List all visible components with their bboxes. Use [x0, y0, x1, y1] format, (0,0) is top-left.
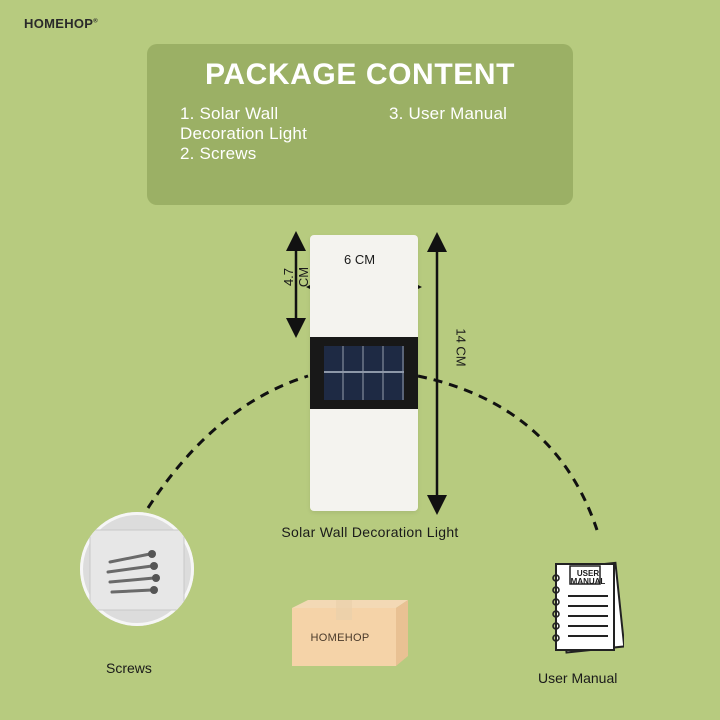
manual-cover-title: USER MANUAL: [570, 569, 606, 586]
package-item-screws: 2. Screws: [180, 144, 257, 163]
dashed-arc-left: [146, 374, 309, 509]
total-height-label: 14 CM: [453, 328, 469, 367]
package-content-panel: PACKAGE CONTENT 1. Solar Wall Decoration…: [147, 44, 573, 205]
solar-panel: [310, 337, 418, 409]
box-brand-label: HOMEHOP: [310, 632, 370, 644]
package-item-manual: 3. User Manual: [389, 104, 508, 123]
brand-logo: HOMEHOP®: [24, 16, 98, 31]
package-item-light: 1. Solar Wall Decoration Light: [180, 104, 307, 143]
screws-label: Screws: [106, 660, 152, 676]
solar-cell-divider: [324, 371, 404, 373]
user-manual-icon: [552, 561, 624, 654]
panel-height-label: 4.7 CM: [281, 266, 311, 288]
dashed-arc-right: [417, 374, 599, 531]
brand-name: HOMEHOP: [24, 16, 94, 31]
manual-label: User Manual: [538, 670, 618, 686]
solar-cells: [324, 346, 404, 400]
screws-image: [80, 512, 194, 626]
brand-mark: ®: [93, 18, 99, 25]
solar-wall-light: [310, 235, 418, 511]
package-box-icon: [292, 600, 408, 666]
lamp-caption: Solar Wall Decoration Light: [281, 524, 459, 540]
width-label: 6 CM: [344, 252, 376, 267]
package-content-title: PACKAGE CONTENT: [204, 58, 516, 91]
screws-icon: [89, 529, 185, 611]
